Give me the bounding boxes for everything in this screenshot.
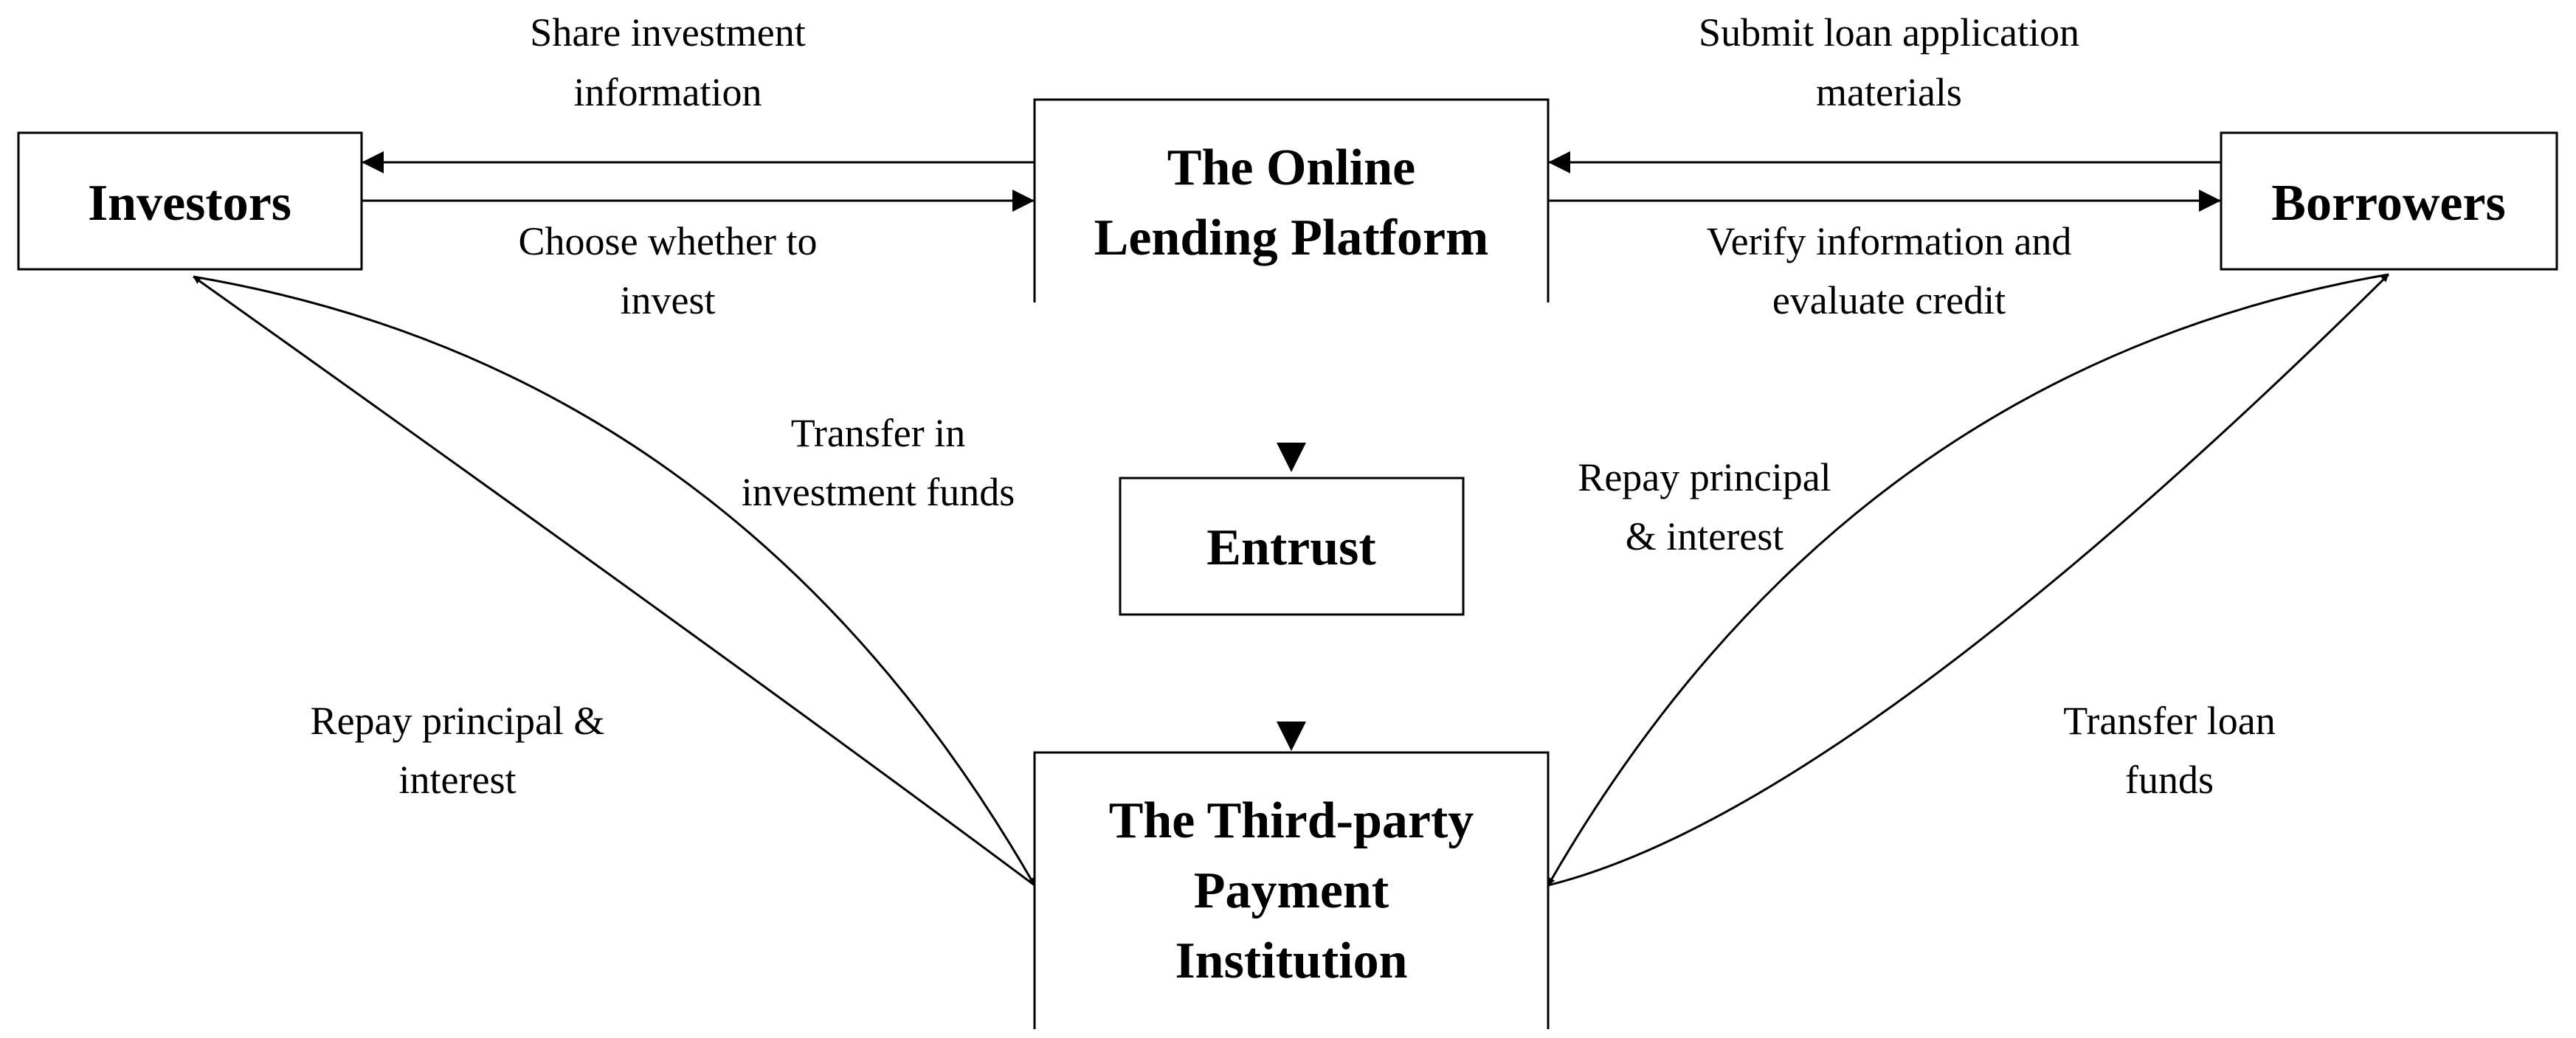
share-investment-line2: information bbox=[574, 70, 762, 114]
platform-node: The Online Lending Platform bbox=[1033, 98, 1550, 302]
investors-label: Investors bbox=[88, 175, 291, 232]
platform-label-line2: Lending Platform bbox=[1094, 210, 1489, 266]
arrowhead-to-entrust bbox=[1277, 443, 1306, 472]
repay-borrowers-line2: & interest bbox=[1626, 514, 1783, 558]
repay-borrowers-line1: Repay principal bbox=[1578, 455, 1831, 499]
arrow-borrowers-to-payment bbox=[1547, 273, 2389, 886]
entrust-box bbox=[1119, 477, 1465, 616]
platform-box bbox=[1033, 98, 1550, 302]
borrowers-node: Borrowers bbox=[2220, 131, 2558, 271]
submit-loan-line1: Submit loan application bbox=[1699, 10, 2079, 55]
investors-box bbox=[17, 131, 363, 271]
transfer-investment-line2: investment funds bbox=[742, 470, 1015, 514]
payment-node: The Third-party Payment Institution bbox=[1033, 751, 1550, 1029]
borrowers-label: Borrowers bbox=[2271, 175, 2506, 232]
transfer-loan-line2: funds bbox=[2125, 758, 2214, 802]
entrust-label: Entrust bbox=[1206, 519, 1375, 576]
transfer-loan-line1: Transfer loan bbox=[2063, 699, 2275, 743]
investors-node: Investors bbox=[17, 131, 363, 271]
payment-box bbox=[1033, 751, 1550, 1029]
share-investment-line1: Share investment bbox=[530, 10, 805, 55]
arrow-payment-to-borrowers bbox=[1547, 273, 2390, 887]
arrow-payment-to-investors bbox=[193, 275, 1035, 887]
transfer-investment-line1: Transfer in bbox=[791, 411, 966, 455]
arrow-investors-to-payment bbox=[193, 275, 1036, 886]
verify-info-line1: Verify information and bbox=[1707, 219, 2072, 263]
payment-label-line3: Institution bbox=[1175, 933, 1407, 989]
entrust-node: Entrust bbox=[1119, 477, 1465, 616]
payment-label-line2: Payment bbox=[1194, 862, 1389, 919]
choose-invest-line2: invest bbox=[621, 278, 716, 322]
repay-investors-line1: Repay principal & bbox=[311, 699, 605, 743]
platform-label-line1: The Online bbox=[1167, 139, 1415, 196]
verify-info-line2: evaluate credit bbox=[1772, 278, 2006, 322]
arrowhead-to-payment bbox=[1277, 722, 1306, 751]
submit-loan-line2: materials bbox=[1816, 70, 1962, 114]
payment-label-line1: The Third-party bbox=[1109, 792, 1474, 849]
borrowers-box bbox=[2220, 131, 2558, 271]
repay-investors-line2: interest bbox=[399, 758, 517, 802]
choose-invest-line1: Choose whether to bbox=[519, 219, 818, 263]
